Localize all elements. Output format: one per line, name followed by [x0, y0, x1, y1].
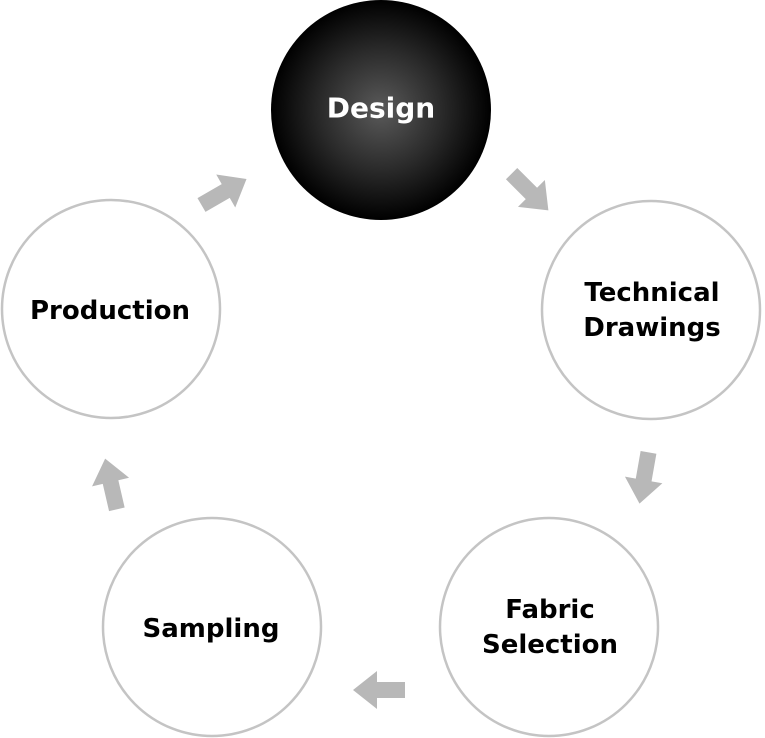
node-fabric-selection: Fabric Selection	[438, 516, 660, 738]
arrow-icon	[92, 458, 130, 512]
arrow-fabric-selection-to-sampling	[353, 671, 405, 709]
node-production-label: Production	[30, 296, 190, 326]
node-technical-drawings-label-line-2: Drawings	[583, 313, 720, 343]
arrow-production-to-design	[197, 174, 247, 212]
node-production-circle	[0, 198, 222, 420]
arrow-icon	[353, 671, 405, 709]
node-sampling: Sampling	[101, 516, 323, 738]
node-fabric-selection-label-line-2: Selection	[482, 630, 618, 660]
arrow-icon	[624, 451, 663, 504]
node-technical-drawings-label-line-1: Technical	[584, 278, 719, 308]
node-sampling-circle	[101, 516, 323, 738]
arrow-icon	[505, 167, 549, 211]
node-design-circle	[271, 0, 491, 220]
arrow-design-to-technical-drawings	[505, 167, 549, 211]
node-technical-drawings-circle	[540, 199, 762, 421]
node-design: Design	[271, 0, 491, 220]
node-fabric-selection-label-line-1: Fabric	[505, 595, 595, 625]
node-design-label: Design	[327, 92, 435, 125]
arrow-technical-drawings-to-fabric-selection	[624, 451, 663, 504]
node-production: Production	[0, 198, 222, 420]
arrow-sampling-to-production	[92, 458, 130, 512]
node-sampling-label: Sampling	[143, 614, 280, 644]
arrow-icon	[197, 174, 247, 212]
node-fabric-selection-circle	[438, 516, 660, 738]
node-technical-drawings: Technical Drawings	[540, 199, 762, 421]
